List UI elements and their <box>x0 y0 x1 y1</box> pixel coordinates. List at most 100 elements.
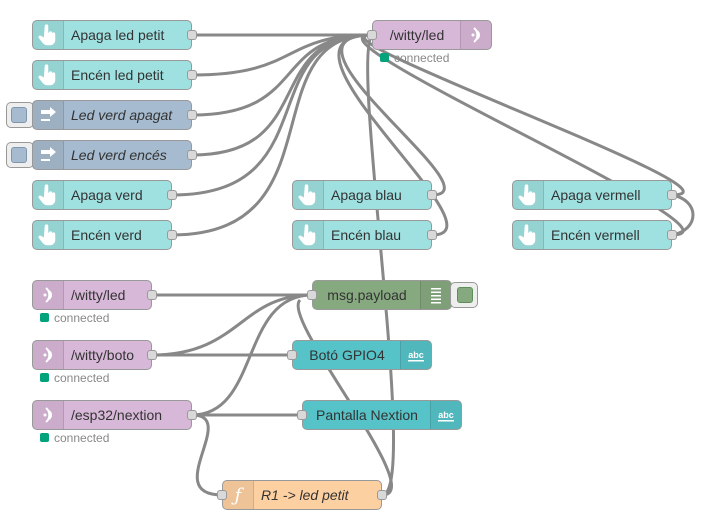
node-status: connected <box>40 371 109 385</box>
broadcast-icon <box>33 341 64 369</box>
node-label: /witty/led <box>389 27 445 43</box>
flow-node-apaga-blau[interactable]: Apaga blau <box>292 180 437 210</box>
flow-node-apaga-vermell[interactable]: Apaga vermell <box>512 180 677 210</box>
node-label: Led verd apagat <box>71 107 173 123</box>
flow-node-encen-verd[interactable]: Encén verd <box>32 220 177 250</box>
function-icon: ƒ <box>223 481 254 509</box>
hand-pointer-icon <box>293 181 324 209</box>
output-port[interactable] <box>187 110 197 120</box>
list-icon <box>420 281 451 309</box>
status-text: connected <box>394 51 450 65</box>
output-port[interactable] <box>187 30 197 40</box>
abc-icon: abc <box>430 401 461 429</box>
input-port[interactable] <box>287 350 297 360</box>
wire[interactable] <box>171 33 373 197</box>
flow-node-apaga-led-petit[interactable]: Apaga led petit <box>32 20 197 50</box>
node-label: Encén verd <box>71 227 142 243</box>
flow-node-debug-payload[interactable]: msg.payload <box>307 280 452 310</box>
flow-node-apaga-verd[interactable]: Apaga verd <box>32 180 177 210</box>
status-connected-icon <box>40 313 49 323</box>
wire[interactable] <box>191 413 223 497</box>
output-port[interactable] <box>667 230 677 240</box>
node-label: Apaga led petit <box>71 27 165 43</box>
output-port[interactable] <box>167 230 177 240</box>
node-label: Apaga vermell <box>551 187 641 203</box>
status-text: connected <box>54 311 110 325</box>
flow-node-func-r1[interactable]: ƒ R1 -> led petit <box>217 480 387 510</box>
flow-node-mqtt-in-witty-boto[interactable]: /witty/boto <box>32 340 157 370</box>
output-port[interactable] <box>187 410 197 420</box>
node-label: R1 -> led petit <box>261 487 349 503</box>
output-port[interactable] <box>427 190 437 200</box>
toggle-indicator <box>11 107 27 123</box>
output-port[interactable] <box>377 490 387 500</box>
broadcast-icon <box>33 281 64 309</box>
debug-indicator <box>457 287 473 303</box>
input-port[interactable] <box>217 490 227 500</box>
debug-toggle-button[interactable] <box>450 282 478 308</box>
broadcast-icon <box>460 21 491 49</box>
output-port[interactable] <box>187 70 197 80</box>
svg-text:abc: abc <box>438 410 454 420</box>
flow-node-text-pantalla[interactable]: abc Pantalla Nextion <box>297 400 462 430</box>
flow-node-led-verd-apagat[interactable]: Led verd apagat <box>32 100 197 130</box>
hand-pointer-icon <box>513 221 544 249</box>
output-port[interactable] <box>147 350 157 360</box>
node-status: connected <box>40 431 109 445</box>
hand-pointer-icon <box>513 181 544 209</box>
abc-icon: abc <box>400 341 431 369</box>
output-port[interactable] <box>667 190 677 200</box>
status-connected-icon <box>40 433 49 443</box>
status-connected-icon <box>40 373 49 383</box>
flow-node-mqtt-in-witty-led[interactable]: /witty/led <box>32 280 157 310</box>
hand-pointer-icon <box>33 221 64 249</box>
input-port[interactable] <box>367 30 377 40</box>
node-label: Encén led petit <box>71 67 164 83</box>
switch-arrow-icon <box>33 141 64 169</box>
hand-pointer-icon <box>33 61 64 89</box>
node-toggle-button[interactable] <box>6 142 34 168</box>
svg-text:abc: abc <box>408 350 424 360</box>
wire[interactable] <box>362 33 685 197</box>
output-port[interactable] <box>187 150 197 160</box>
hand-pointer-icon <box>293 221 324 249</box>
node-label: Apaga blau <box>331 187 402 203</box>
wire[interactable] <box>171 33 373 237</box>
flow-node-encen-led-petit[interactable]: Encén led petit <box>32 60 197 90</box>
output-port[interactable] <box>147 290 157 300</box>
flow-node-mqtt-out-witty-led[interactable]: /witty/led <box>367 20 492 50</box>
input-port[interactable] <box>307 290 317 300</box>
node-label: Encén vermell <box>551 227 640 243</box>
node-toggle-button[interactable] <box>6 102 34 128</box>
flow-node-encen-vermell[interactable]: Encén vermell <box>512 220 677 250</box>
node-label: /witty/led <box>71 287 126 303</box>
switch-arrow-icon <box>33 101 64 129</box>
output-port[interactable] <box>167 190 177 200</box>
hand-pointer-icon <box>33 181 64 209</box>
wire[interactable] <box>366 34 396 497</box>
broadcast-icon <box>33 401 64 429</box>
wire[interactable] <box>337 33 449 237</box>
wire[interactable] <box>151 293 313 357</box>
flow-node-mqtt-in-esp32[interactable]: /esp32/nextion <box>32 400 197 430</box>
node-label: /esp32/nextion <box>71 407 163 423</box>
hand-pointer-icon <box>33 21 64 49</box>
node-label: Pantalla Nextion <box>316 407 418 423</box>
toggle-indicator <box>11 147 27 163</box>
status-connected-icon <box>380 53 389 63</box>
flow-node-led-verd-encés[interactable]: Led verd encés <box>32 140 197 170</box>
wire[interactable] <box>296 298 393 497</box>
svg-text:ƒ: ƒ <box>231 485 245 506</box>
node-label: Apaga verd <box>71 187 143 203</box>
output-port[interactable] <box>427 230 437 240</box>
wire[interactable] <box>671 193 695 237</box>
node-status: connected <box>40 311 109 325</box>
wire[interactable] <box>191 33 373 157</box>
status-text: connected <box>54 371 110 385</box>
node-label: msg.payload <box>327 287 407 303</box>
input-port[interactable] <box>297 410 307 420</box>
flow-node-encen-blau[interactable]: Encén blau <box>292 220 437 250</box>
